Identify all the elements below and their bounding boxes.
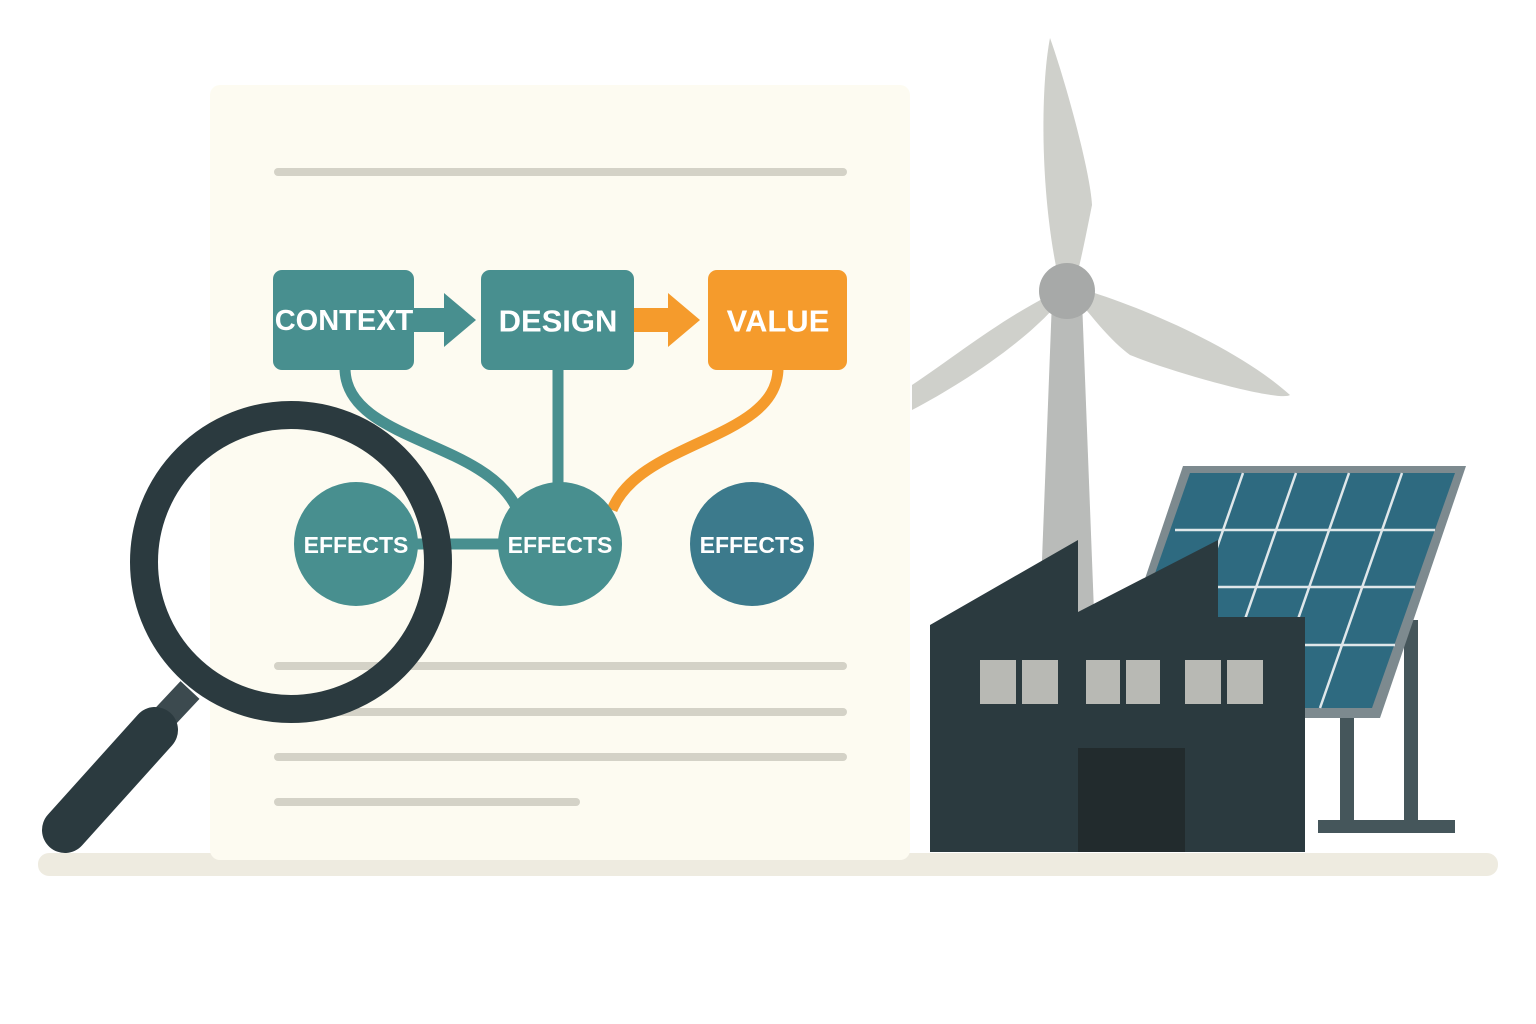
connectors — [339, 367, 784, 550]
magnifier-icon — [42, 401, 452, 853]
node-effects-label: EFFECTS — [304, 532, 409, 558]
node-effects-3: EFFECTS — [690, 482, 814, 606]
node-effects-2: EFFECTS — [498, 482, 622, 606]
box-design: DESIGN — [481, 270, 634, 370]
box-design-label: DESIGN — [499, 304, 618, 339]
wind-turbine-icon — [912, 38, 1290, 612]
arrow-context-design — [412, 293, 476, 347]
box-context-label: CONTEXT — [275, 305, 414, 337]
box-value-label: VALUE — [727, 304, 830, 339]
box-value: VALUE — [708, 270, 847, 370]
node-effects-label: EFFECTS — [700, 532, 805, 558]
node-effects-1: EFFECTS — [294, 482, 418, 606]
arrow-design-value — [632, 293, 700, 347]
box-context: CONTEXT — [273, 270, 414, 370]
factory-door — [1078, 748, 1185, 852]
node-effects-label: EFFECTS — [508, 532, 613, 558]
factory-icon — [930, 540, 1305, 852]
